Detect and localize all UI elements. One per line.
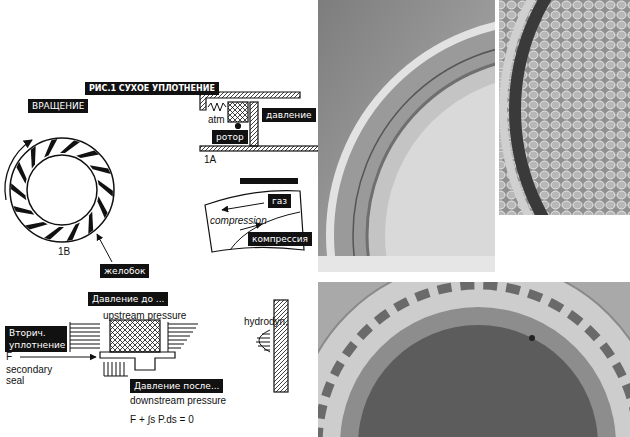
- box-text: ВРАЩЕНИЕ: [32, 100, 84, 112]
- photo-seal-face: [318, 282, 630, 437]
- box-text: газ: [272, 195, 287, 207]
- text-label: F: [6, 351, 12, 362]
- box-text: ротор: [216, 131, 244, 143]
- text-label: hydrodyn.: [244, 316, 288, 327]
- photo-groove-texture: [499, 0, 630, 215]
- figure-title: РИС.1 СУХОЕ УПЛОТНЕНИЕ: [85, 82, 219, 95]
- text-label: downstream pressure: [130, 395, 226, 406]
- label-box: ротор: [212, 130, 248, 144]
- box-text: давление: [266, 109, 312, 121]
- box-text: желобок: [104, 265, 145, 277]
- text-label: 1B: [58, 246, 70, 257]
- seal-ring: [5, 138, 114, 262]
- text-label: upstream pressure: [103, 310, 186, 321]
- text-label: compression: [210, 215, 267, 226]
- label-box: давление: [262, 108, 316, 122]
- label-box: компрессия: [248, 232, 312, 246]
- text-label: secondary seal: [6, 364, 58, 386]
- box-text: Давление после...: [134, 380, 219, 392]
- seal-section: [200, 92, 320, 151]
- label-box: ВРАЩЕНИЕ: [28, 99, 88, 113]
- text-label: atm: [208, 114, 225, 125]
- box-text: Вторич. уплотнение: [9, 327, 63, 351]
- label-box: желобок: [100, 264, 149, 278]
- text-label: F + ∫s P.ds = 0: [130, 414, 194, 425]
- photo-seal-ring: [318, 0, 495, 272]
- box-text: Давление до ...: [92, 293, 164, 305]
- label-box: газ: [268, 194, 291, 208]
- label-box: Вторич. уплотнение: [5, 326, 67, 352]
- box-text: компрессия: [252, 233, 308, 245]
- label-box: Давление до ...: [88, 292, 168, 306]
- text-label: 1A: [204, 154, 216, 165]
- label-box: Давление после...: [130, 379, 223, 393]
